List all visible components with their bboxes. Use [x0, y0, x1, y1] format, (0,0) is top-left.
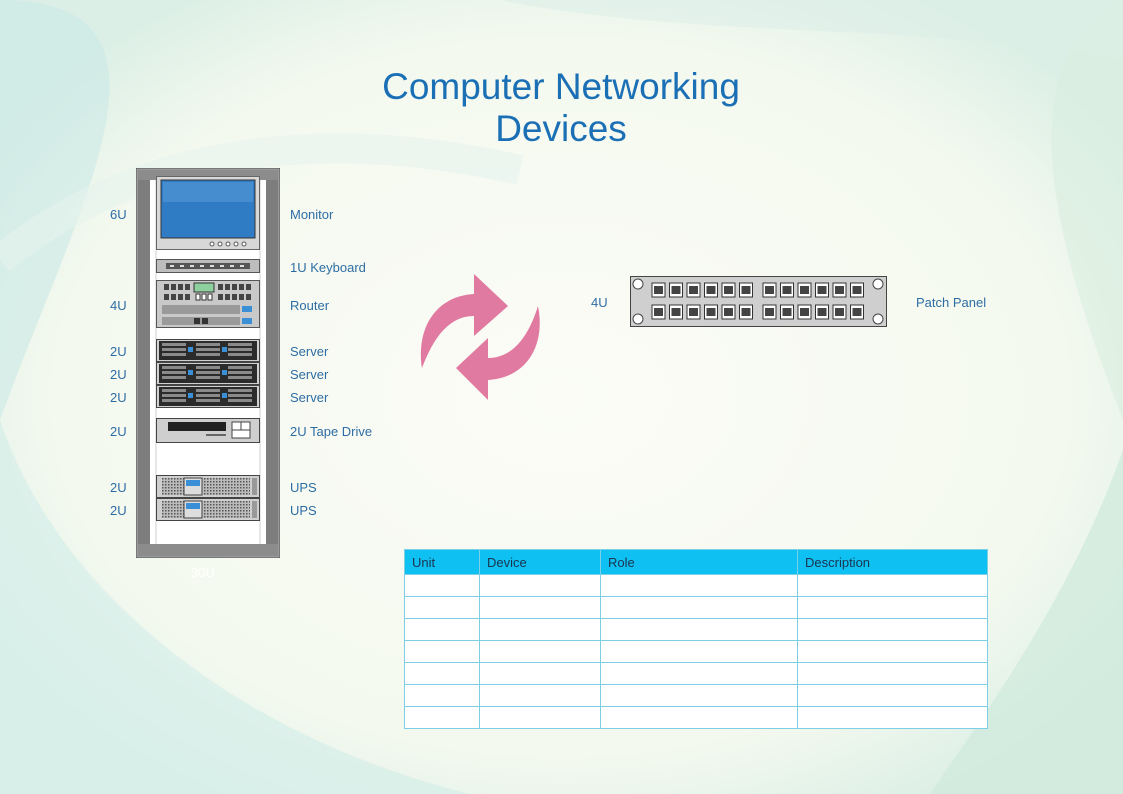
patch-port-socket [706, 286, 716, 294]
monitor-device[interactable] [156, 176, 260, 250]
device-label-server-2: Server [290, 367, 329, 382]
table-cell[interactable] [479, 684, 601, 707]
table-row [404, 596, 988, 619]
server-device-1[interactable] [156, 339, 260, 362]
patch-port-socket [817, 308, 827, 316]
patch-port-socket [817, 286, 827, 294]
table-cell[interactable] [600, 662, 798, 685]
patch-port-socket [654, 286, 663, 294]
unit-label-server-2: 2U [110, 367, 127, 382]
device-label-tape-drive: 2U Tape Drive [290, 424, 373, 439]
table-cell[interactable] [404, 596, 480, 619]
title-line-2: Devices [495, 108, 627, 149]
patch-port-socket [835, 308, 844, 316]
table-row [404, 662, 988, 685]
table-cell[interactable] [479, 640, 601, 663]
unit-label-router: 4U [110, 298, 127, 313]
table-cell[interactable] [600, 618, 798, 641]
patch-port-socket [724, 286, 733, 294]
server-device-2[interactable] [156, 362, 260, 385]
table-row [404, 640, 988, 663]
unit-label-tape-drive: 2U [110, 424, 127, 439]
patch-port-socket [689, 308, 698, 316]
patch-port-socket [765, 308, 774, 316]
device-label-router: Router [290, 298, 330, 313]
unit-label-server-1: 2U [110, 344, 127, 359]
patch-port-socket [800, 286, 809, 294]
table-row [404, 618, 988, 641]
patch-port-socket [671, 308, 681, 316]
table-cell[interactable] [797, 596, 988, 619]
table-cell[interactable] [404, 574, 480, 597]
table-cell[interactable] [797, 574, 988, 597]
table-cell[interactable] [600, 640, 798, 663]
device-label-ups-1: UPS [290, 480, 317, 495]
table-cell[interactable] [797, 640, 988, 663]
table-cell[interactable] [479, 618, 601, 641]
ups-device-1[interactable] [156, 475, 260, 498]
keyboard-device[interactable] [156, 259, 260, 273]
unit-label-ups-1: 2U [110, 480, 127, 495]
patch-port-socket [706, 308, 716, 316]
table-cell[interactable] [797, 684, 988, 707]
table-cell[interactable] [797, 662, 988, 685]
header-device: Device [479, 549, 601, 575]
table-cell[interactable] [404, 684, 480, 707]
table-cell[interactable] [600, 574, 798, 597]
device-label-ups-2: UPS [290, 503, 317, 518]
patch-port-socket [741, 286, 751, 294]
table-cell[interactable] [797, 618, 988, 641]
table-cell[interactable] [404, 706, 480, 729]
table-row [404, 574, 988, 597]
server-device-3[interactable] [156, 385, 260, 408]
header-description: Description [797, 549, 988, 575]
table-cell[interactable] [479, 574, 601, 597]
unit-label-server-3: 2U [110, 390, 127, 405]
patch-port-socket [800, 308, 809, 316]
patch-port-socket [765, 286, 774, 294]
table-cell[interactable] [797, 706, 988, 729]
device-label-server-1: Server [290, 344, 329, 359]
table-cell[interactable] [600, 596, 798, 619]
patch-port-socket [671, 286, 681, 294]
router-device[interactable] [156, 280, 260, 328]
device-label-keyboard: 1U Keyboard [290, 260, 366, 275]
page-title: Computer Networking Devices [311, 66, 811, 150]
table-header-row: Unit Device Role Description [404, 549, 988, 575]
table-cell[interactable] [404, 618, 480, 641]
device-label-patch-panel: Patch Panel [916, 295, 987, 310]
patch-port-socket [852, 308, 862, 316]
table-cell[interactable] [600, 706, 798, 729]
unit-label-ups-2: 2U [110, 503, 127, 518]
ups-device-2[interactable] [156, 498, 260, 521]
title-line-1: Computer Networking [382, 66, 740, 107]
patch-port-socket [741, 308, 751, 316]
header-role: Role [600, 549, 798, 575]
patch-port-socket [724, 308, 733, 316]
patch-port-socket [689, 286, 698, 294]
patch-port-socket [782, 286, 792, 294]
unit-label-patch-panel: 4U [591, 295, 608, 310]
device-label-server-3: Server [290, 390, 329, 405]
tape-drive-device[interactable] [156, 418, 260, 443]
patch-port-socket [782, 308, 792, 316]
table-cell[interactable] [600, 684, 798, 707]
table-cell[interactable] [479, 596, 601, 619]
patch-port-socket [654, 308, 663, 316]
table-row [404, 706, 988, 729]
table-cell[interactable] [479, 706, 601, 729]
table-cell[interactable] [479, 662, 601, 685]
table-row [404, 684, 988, 707]
table-cell[interactable] [404, 662, 480, 685]
device-table: Unit Device Role Description [404, 549, 988, 729]
rack-capacity-label: 30U [191, 565, 215, 580]
header-unit: Unit [404, 549, 480, 575]
patch-port-socket [835, 286, 844, 294]
table-cell[interactable] [404, 640, 480, 663]
refresh-arrows-icon [420, 274, 540, 400]
patch-port-socket [852, 286, 862, 294]
device-label-monitor: Monitor [290, 207, 334, 222]
unit-label-monitor: 6U [110, 207, 127, 222]
patch-panel-device[interactable] [630, 276, 887, 327]
